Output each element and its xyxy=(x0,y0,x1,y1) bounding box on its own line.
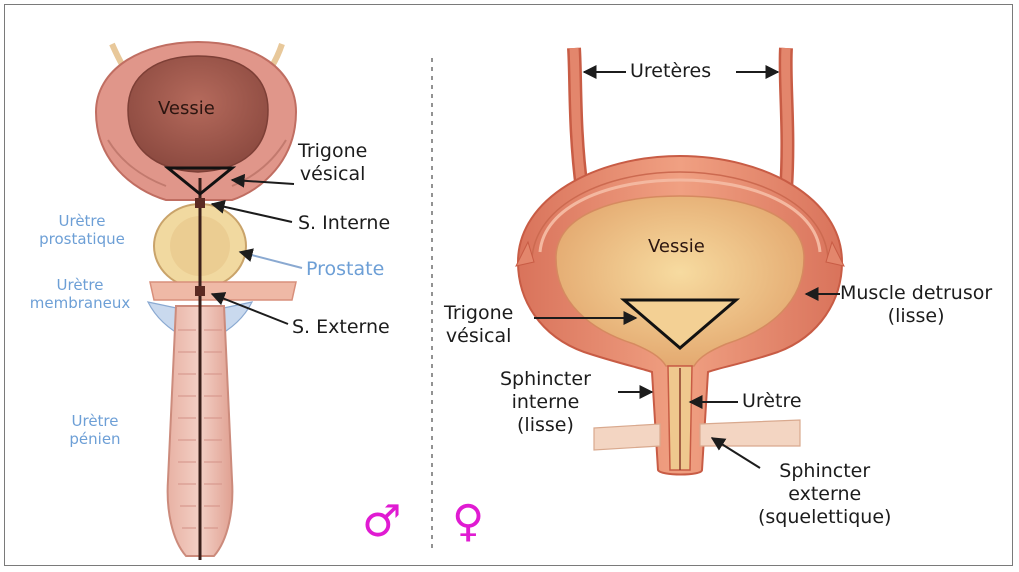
uretre-prostatique-line1: Urètre xyxy=(22,212,142,230)
sphincter-externe-line1: Sphincter xyxy=(758,460,891,483)
female-trigone-line1: Trigone xyxy=(444,302,513,325)
female-trigone-line2: vésical xyxy=(444,325,513,348)
male-trigone-line2: vésical xyxy=(298,163,367,186)
male-symbol-icon: ♂ xyxy=(362,500,401,544)
sphincter-externe-line2: externe xyxy=(758,483,891,506)
sphincter-externe-label: Sphincter externe (squelettique) xyxy=(758,460,891,528)
muscle-detrusor-line2: (lisse) xyxy=(840,305,992,328)
uretre-penien-line1: Urètre xyxy=(50,412,140,430)
male-s-interne-label: S. Interne xyxy=(298,212,390,235)
female-trigone-label: Trigone vésical xyxy=(444,302,513,348)
uretre-prostatique-label: Urètre prostatique xyxy=(22,212,142,248)
male-trigone-label: Trigone vésical xyxy=(298,140,367,186)
uretre-membraneux-label: Urètre membraneux xyxy=(14,276,146,312)
ureteres-label: Uretères xyxy=(630,60,711,83)
uretre-membraneux-line1: Urètre xyxy=(14,276,146,294)
male-vessie-label: Vessie xyxy=(158,98,215,119)
muscle-detrusor-label: Muscle detrusor (lisse) xyxy=(840,282,992,328)
uretre-membraneux-line2: membraneux xyxy=(14,294,146,312)
sphincter-externe-line3: (squelettique) xyxy=(758,506,891,529)
male-s-externe-label: S. Externe xyxy=(292,316,390,339)
sphincter-interne-line3: (lisse) xyxy=(500,414,591,437)
uretre-penien-line2: pénien xyxy=(50,430,140,448)
uretre-penien-label: Urètre pénien xyxy=(50,412,140,448)
male-trigone-line1: Trigone xyxy=(298,140,367,163)
sphincter-interne-label: Sphincter interne (lisse) xyxy=(500,368,591,436)
muscle-detrusor-line1: Muscle detrusor xyxy=(840,282,992,305)
sphincter-interne-line2: interne xyxy=(500,391,591,414)
female-vessie-label: Vessie xyxy=(648,236,705,257)
uretre-prostatique-line2: prostatique xyxy=(22,230,142,248)
sphincter-interne-line1: Sphincter xyxy=(500,368,591,391)
female-symbol-icon: ♀ xyxy=(452,500,484,544)
prostate-label: Prostate xyxy=(306,258,384,281)
female-ureter-right xyxy=(786,48,788,190)
female-uretre-label: Urètre xyxy=(742,390,802,413)
